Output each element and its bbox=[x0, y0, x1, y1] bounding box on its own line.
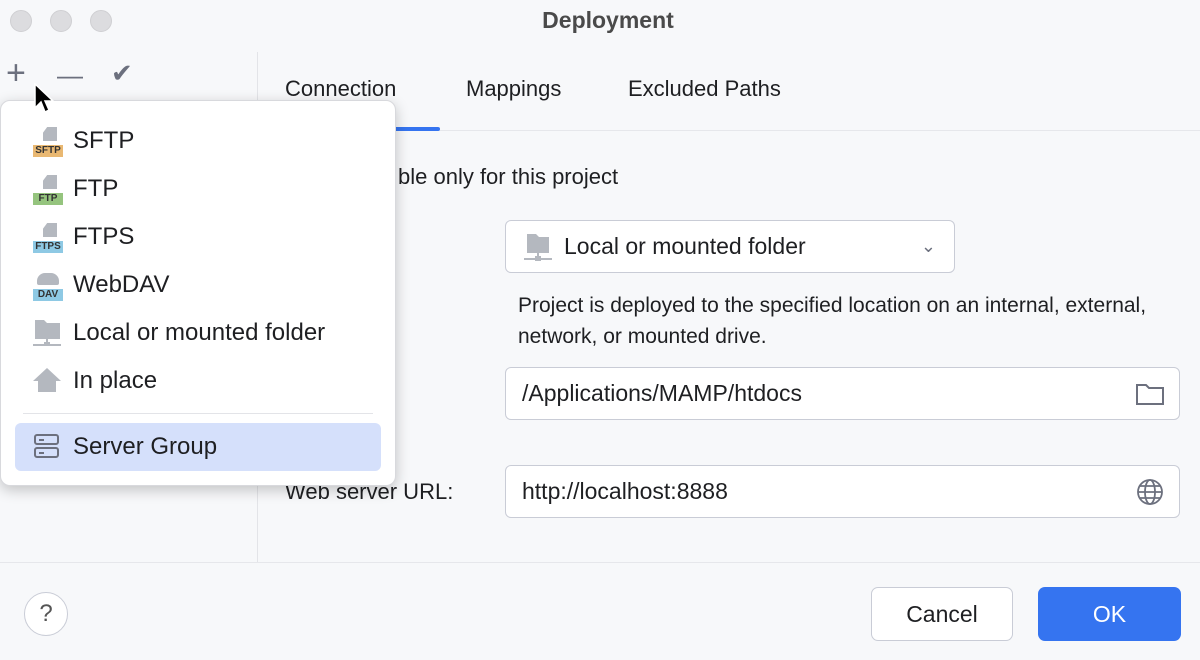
type-description: Project is deployed to the specified loc… bbox=[518, 294, 1147, 348]
home-icon bbox=[33, 365, 65, 397]
visible-only-label[interactable]: ble only for this project bbox=[398, 164, 619, 189]
webdav-cloud-icon: DAV bbox=[33, 269, 65, 301]
cancel-button[interactable]: Cancel bbox=[871, 587, 1013, 641]
type-value: Local or mounted folder bbox=[564, 233, 806, 259]
folder-browse-icon[interactable] bbox=[1135, 381, 1165, 407]
ftps-icon: FTPS bbox=[33, 221, 65, 253]
window-title: Deployment bbox=[542, 7, 674, 33]
network-folder-icon bbox=[524, 233, 552, 261]
tab-divider bbox=[258, 130, 1200, 131]
zoom-window-button[interactable] bbox=[90, 10, 112, 32]
minimize-window-button[interactable] bbox=[50, 10, 72, 32]
globe-icon[interactable] bbox=[1135, 477, 1165, 507]
check-icon[interactable]: ✔ bbox=[111, 58, 133, 88]
web-url-input[interactable]: http://localhost:8888 bbox=[505, 465, 1180, 518]
menu-item-local-folder[interactable]: Local or mounted folder bbox=[15, 309, 381, 357]
tab-connection[interactable]: Connection bbox=[285, 76, 397, 101]
ftp-icon: FTP bbox=[33, 173, 65, 205]
close-window-button[interactable] bbox=[10, 10, 32, 32]
menu-separator bbox=[23, 413, 373, 414]
folder-input[interactable]: /Applications/MAMP/htdocs bbox=[505, 367, 1180, 420]
sftp-icon: SFTP bbox=[33, 125, 65, 157]
type-dropdown[interactable]: Local or mounted folder ⌄ bbox=[505, 220, 955, 273]
remove-icon[interactable]: — bbox=[57, 60, 83, 90]
server-group-icon bbox=[33, 431, 65, 463]
tab-excluded-paths[interactable]: Excluded Paths bbox=[628, 76, 781, 101]
menu-item-in-place[interactable]: In place bbox=[15, 357, 381, 405]
network-folder-icon bbox=[33, 317, 65, 349]
help-button[interactable]: ? bbox=[24, 592, 68, 636]
menu-item-server-group[interactable]: Server Group bbox=[15, 423, 381, 471]
mouse-cursor-icon bbox=[34, 82, 55, 114]
ok-button[interactable]: OK bbox=[1038, 587, 1181, 641]
add-icon[interactable]: + bbox=[6, 54, 26, 92]
folder-value: /Applications/MAMP/htdocs bbox=[522, 380, 802, 406]
web-url-value: http://localhost:8888 bbox=[522, 478, 728, 504]
chevron-down-icon: ⌄ bbox=[920, 236, 936, 256]
tab-mappings[interactable]: Mappings bbox=[466, 76, 562, 101]
footer-divider bbox=[0, 562, 1200, 563]
